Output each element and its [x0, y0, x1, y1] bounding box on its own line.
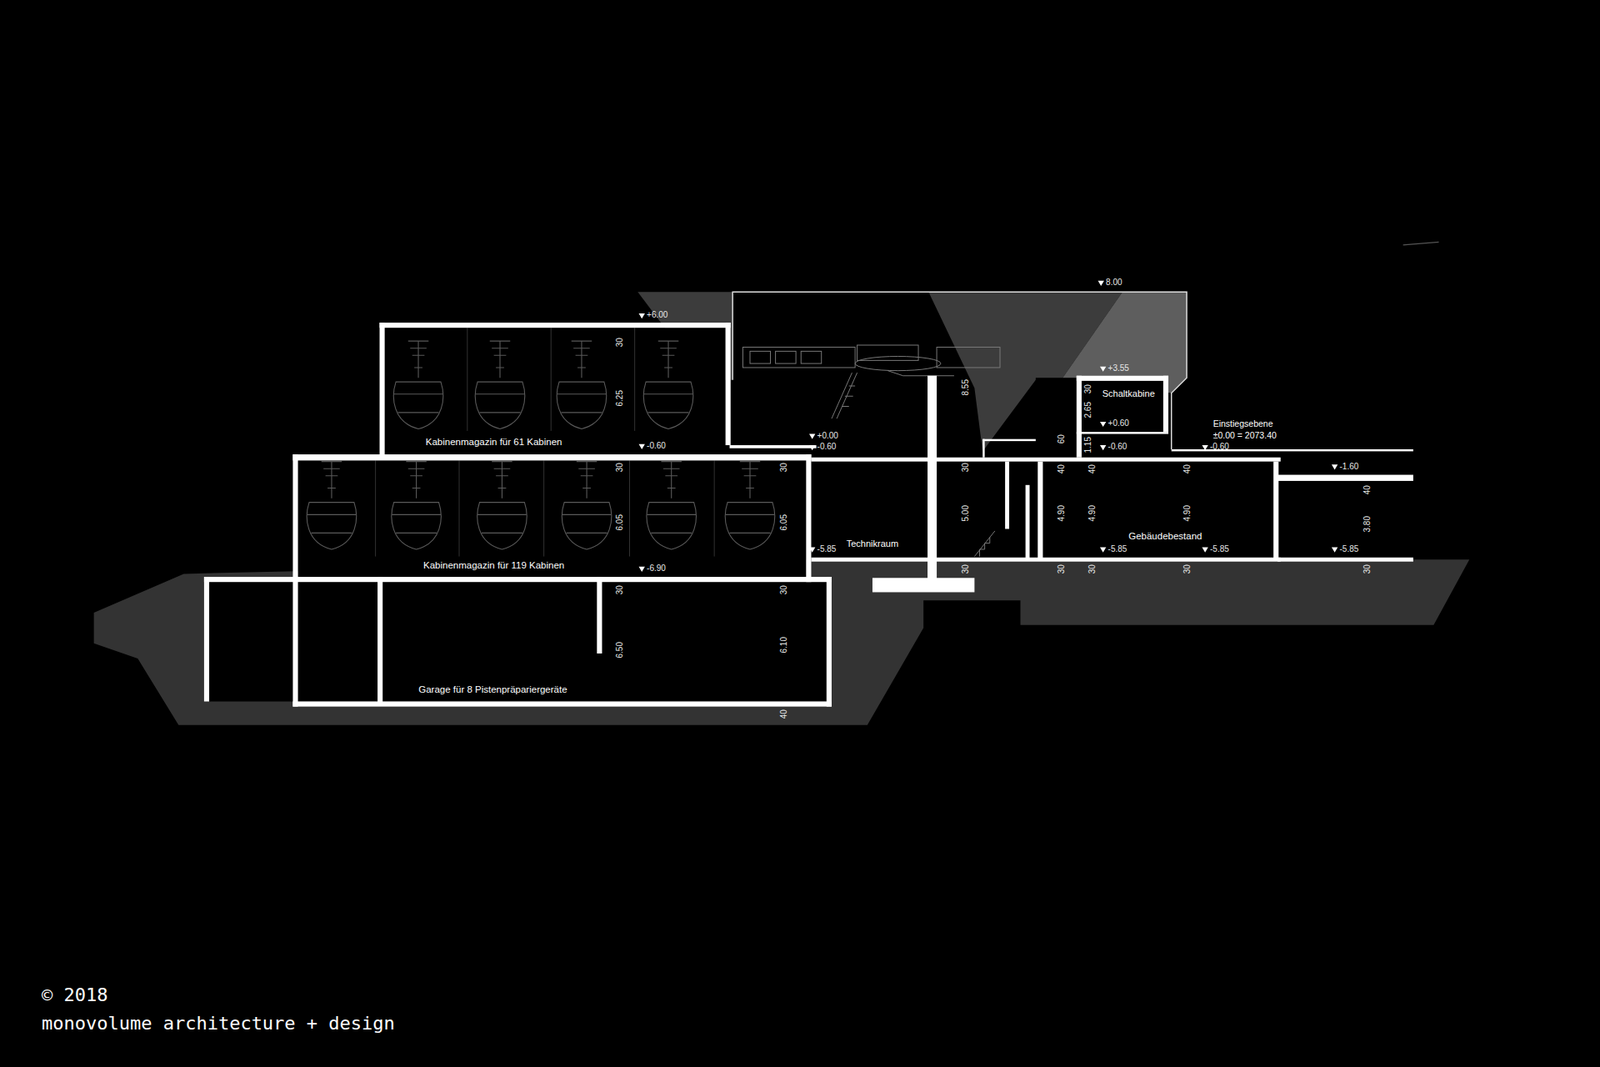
dimension: 40 — [1362, 485, 1373, 495]
dimension: 6.25 — [615, 390, 625, 406]
room-space: Kabinenmagazin für 119 Kabinen — [298, 460, 807, 577]
level-value: -1.60 — [1340, 461, 1360, 472]
roof-outline — [732, 291, 1187, 450]
dimension: 30 — [960, 564, 971, 574]
level-value: -5.85 — [817, 544, 837, 555]
dimension: 30 — [1362, 564, 1373, 574]
room-space: Technikraum — [810, 460, 928, 557]
level-value: -6.90 — [646, 563, 666, 574]
dimension: 30 — [779, 462, 790, 472]
dimension: 5.00 — [960, 505, 971, 521]
cableway-machinery — [742, 345, 1000, 557]
wall — [204, 322, 1414, 707]
level-value: -5.85 — [1210, 544, 1230, 555]
terrain-line — [1403, 241, 1440, 245]
level-value: -5.85 — [1108, 544, 1128, 555]
level-value: -0.60 — [817, 441, 837, 452]
gondola-cabin — [306, 340, 775, 550]
dimension: 40 — [1087, 464, 1098, 474]
level-value: +0.00 — [817, 430, 839, 441]
dimension: 30 — [1087, 564, 1098, 574]
level-value: +6.00 — [646, 310, 668, 320]
dimension: 30 — [615, 585, 625, 595]
room-space: Gebäudebestand — [1042, 460, 1274, 557]
dimension: 30 — [615, 338, 625, 348]
room-label: Kabinenmagazin für 119 Kabinen — [423, 560, 565, 571]
note: ±0.00 = 2073.40 — [1213, 430, 1277, 440]
level-value: -0.60 — [1210, 441, 1230, 452]
dimension: 6.05 — [615, 514, 625, 530]
room-label: Schaltkabine — [1102, 388, 1155, 400]
credit-note: © 2018 — [41, 984, 108, 1006]
bay-line — [375, 327, 715, 556]
dimension: 30 — [615, 462, 625, 472]
dimension: 30 — [779, 585, 790, 595]
note: Einstiegsebene — [1213, 418, 1274, 429]
room-label: Gebäudebestand — [1128, 530, 1202, 542]
dimension: 30 — [1181, 564, 1192, 574]
room-label: Garage für 8 Pistenpräpariergeräte — [418, 684, 567, 695]
level-value: -0.60 — [646, 440, 666, 451]
level-value: +0.60 — [1108, 418, 1130, 429]
dimension: 4.90 — [1056, 505, 1067, 521]
dimension: 6.50 — [615, 641, 625, 658]
dimension: 60 — [1056, 434, 1067, 444]
dimension: 30 — [960, 462, 971, 472]
dimension: 40 — [1056, 464, 1067, 474]
dimension: 40 — [779, 709, 790, 719]
dimension: 6.10 — [779, 636, 790, 653]
level-value: +3.55 — [1108, 363, 1130, 374]
dimension: 30 — [1056, 564, 1067, 574]
room-label: Kabinenmagazin für 61 Kabinen — [425, 436, 563, 448]
dimension: 4.90 — [1182, 505, 1193, 521]
terrain — [94, 559, 1470, 725]
room-label: Technikraum — [846, 538, 899, 550]
level-value: -5.85 — [1340, 544, 1360, 555]
room-space: Garage für 8 Pistenpräpariergeräte — [209, 581, 827, 701]
room-fill — [209, 327, 1414, 701]
dimension: 1.15 — [1083, 436, 1094, 453]
dimension: 6.05 — [779, 514, 790, 530]
level-marker — [639, 280, 1339, 572]
level-value: 8.00 — [1105, 277, 1122, 288]
level-value: -0.60 — [1108, 441, 1128, 452]
dimension: 3.80 — [1362, 515, 1373, 532]
room-space: Kabinenmagazin für 61 Kabinen — [385, 327, 726, 455]
dimension: 8.55 — [960, 379, 971, 395]
dimension: 30 — [1083, 384, 1094, 394]
dimension: 40 — [1181, 464, 1192, 474]
dimension: 4.90 — [1087, 505, 1098, 521]
dimension: 2.65 — [1083, 401, 1094, 418]
credit-note: monovolume architecture + design — [41, 1012, 395, 1035]
